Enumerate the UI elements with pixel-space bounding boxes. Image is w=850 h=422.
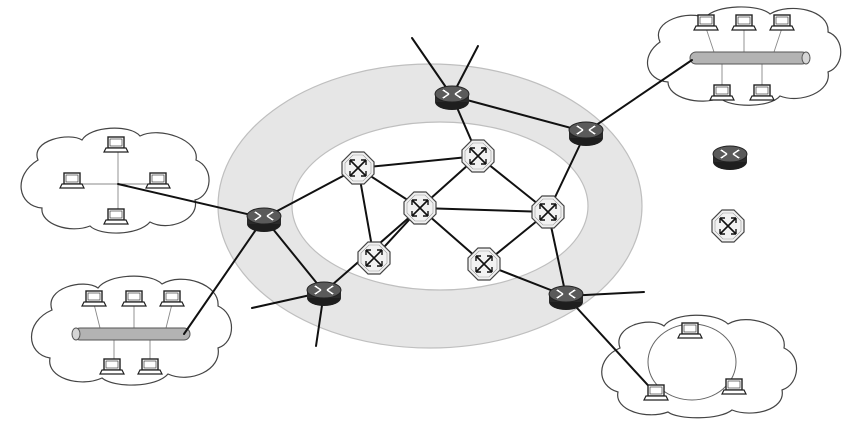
switch-icon [711, 209, 745, 243]
router-icon [712, 145, 748, 171]
laptop-icon [709, 84, 735, 101]
laptop-icon [103, 136, 129, 153]
router-icon [306, 281, 342, 307]
laptop-icon [159, 290, 185, 307]
laptop-icon [677, 322, 703, 339]
router-icon [434, 85, 470, 111]
switch-icon [403, 191, 437, 225]
laptop-icon [121, 290, 147, 307]
laptop-icon [59, 172, 85, 189]
bus-bottom-left [71, 327, 191, 341]
laptop-icon [103, 208, 129, 225]
bus-top-right [689, 51, 811, 65]
laptop-icon [145, 172, 171, 189]
router-icon [246, 207, 282, 233]
laptop-icon [769, 14, 795, 31]
switch-icon [341, 151, 375, 185]
switch-icon [467, 247, 501, 281]
laptop-icon [137, 358, 163, 375]
laptop-icon [749, 84, 775, 101]
router-icon [548, 285, 584, 311]
laptop-icon [643, 384, 669, 401]
router-icon [568, 121, 604, 147]
switch-icon [357, 241, 391, 275]
lan-wiring [74, 27, 783, 362]
cloud-left [20, 127, 210, 234]
switch-icon [531, 195, 565, 229]
laptop-icon [721, 378, 747, 395]
laptop-icon [99, 358, 125, 375]
laptop-icon [731, 14, 757, 31]
laptop-icon [81, 290, 107, 307]
switch-icon [461, 139, 495, 173]
legend [711, 145, 748, 243]
laptop-icon [693, 14, 719, 31]
